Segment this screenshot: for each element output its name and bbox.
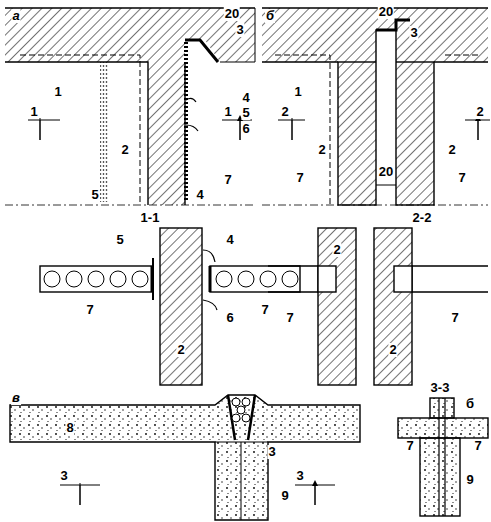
callout-number: 2	[317, 143, 326, 157]
hollow-core	[110, 271, 126, 287]
callout-number: 2	[280, 105, 289, 119]
callout-number: 4	[241, 91, 250, 105]
callout-number: 7	[473, 439, 482, 453]
callout-number: 2-2	[412, 211, 433, 225]
callout-number: 2	[176, 343, 185, 357]
callout-number: 1-1	[140, 211, 161, 225]
callout-number: 6	[241, 122, 250, 136]
callout-number: 5	[115, 233, 124, 247]
callout-number: 7	[223, 173, 232, 187]
callout-number: 20	[378, 5, 394, 19]
hollow-core	[44, 271, 60, 287]
callout-number: 8	[65, 421, 74, 435]
panel-letter: а	[11, 9, 20, 23]
callout-number: 7	[405, 439, 414, 453]
callout-number: 5	[90, 188, 99, 202]
joint-rod	[242, 414, 250, 422]
callout-number: 1	[29, 105, 38, 119]
callout-number: б	[465, 397, 475, 411]
callout-number: 2	[388, 343, 397, 357]
callout-number: 9	[465, 473, 474, 487]
callout-number: 6	[225, 311, 234, 325]
callout-number: 7	[260, 303, 269, 317]
callout-number: 3	[59, 469, 68, 483]
callout-number: 7	[295, 171, 304, 185]
hollow-core	[282, 271, 298, 287]
callout-number: 3	[295, 469, 304, 483]
panel-letter: в	[11, 391, 21, 405]
callout-number: 7	[285, 311, 294, 325]
callout-number: 2	[332, 243, 341, 257]
joint-rod	[232, 398, 240, 406]
callout-number: 20	[224, 7, 240, 21]
joint-rod	[232, 414, 240, 422]
callout-number: 9	[280, 489, 289, 503]
callout-number: 3	[235, 23, 244, 37]
callout-number: 3	[267, 445, 276, 459]
callout-number: 1	[293, 85, 302, 99]
hollow-core	[216, 271, 232, 287]
callout-number: 2	[447, 143, 456, 157]
joint-rod	[242, 398, 250, 406]
callout-number: 7	[85, 303, 94, 317]
callout-number: 7	[450, 311, 459, 325]
hollow-core	[238, 271, 254, 287]
hollow-core	[66, 271, 82, 287]
callout-number: 3-3	[430, 381, 451, 395]
callout-number: 2	[120, 143, 129, 157]
callout-number: 4	[195, 188, 204, 202]
hollow-core	[260, 271, 276, 287]
callout-number: 3	[409, 26, 418, 40]
joint-rod	[237, 406, 245, 414]
panel-letter: б	[265, 9, 275, 23]
callout-number: 20	[378, 165, 394, 179]
hollow-core	[88, 271, 104, 287]
callout-number: 1	[53, 85, 62, 99]
callout-number: 4	[225, 233, 234, 247]
callout-number: 1	[223, 105, 232, 119]
callout-number: 5	[241, 106, 250, 120]
callout-number: 7	[457, 171, 466, 185]
hollow-core	[132, 271, 148, 287]
callout-number: 2	[475, 105, 484, 119]
